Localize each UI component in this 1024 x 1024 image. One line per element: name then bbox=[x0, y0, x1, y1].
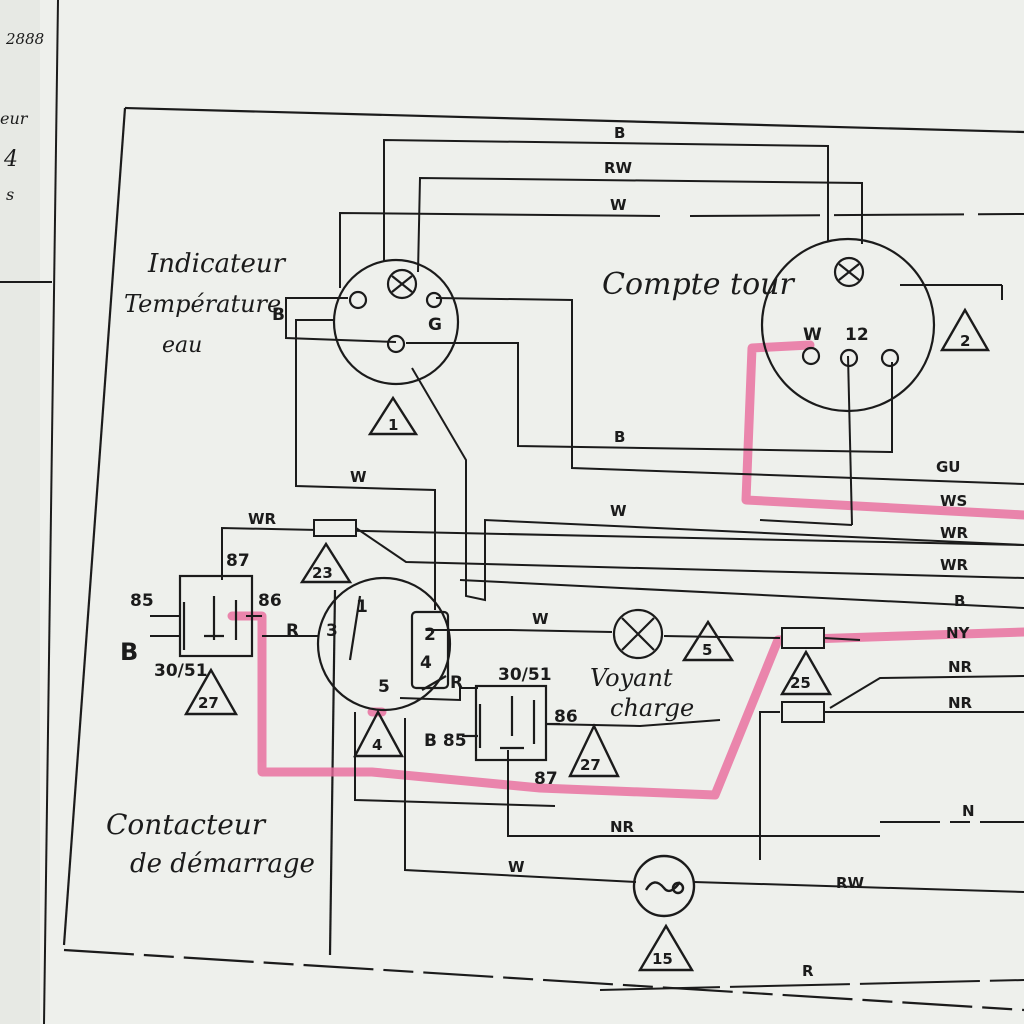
relay-left-pin-30: 30/51 bbox=[154, 661, 208, 681]
relay-right-pin-r: R bbox=[450, 673, 463, 693]
relay-right-pin-30: 30/51 bbox=[498, 665, 552, 685]
ref-triangle: 2 bbox=[939, 307, 991, 352]
edge-wire-label: WR bbox=[940, 524, 969, 542]
tachometer bbox=[760, 237, 936, 413]
left-margin bbox=[0, 0, 59, 1024]
ref-triangle: 5 bbox=[681, 619, 735, 662]
wire-label: B bbox=[614, 124, 625, 142]
wire-label: W bbox=[610, 502, 627, 520]
switch-pin-4: 4 bbox=[420, 653, 432, 673]
edge-wire-label: N bbox=[962, 802, 975, 820]
svg-text:27: 27 bbox=[198, 694, 219, 712]
ref-triangle: 1 bbox=[367, 395, 419, 436]
svg-text:1: 1 bbox=[388, 416, 398, 434]
svg-text:5: 5 bbox=[702, 641, 712, 659]
switch-pin-2: 2 bbox=[424, 625, 436, 645]
edge-wire-label: WS bbox=[940, 492, 967, 510]
relay-right bbox=[462, 684, 560, 762]
tach-pin-12: 12 bbox=[845, 325, 869, 345]
starter-switch bbox=[316, 576, 452, 712]
ref-triangle: 25 bbox=[779, 649, 833, 696]
oil-switch bbox=[632, 854, 696, 918]
svg-text:25: 25 bbox=[790, 674, 811, 692]
edge-wire-label: NR bbox=[948, 658, 973, 676]
svg-text:27: 27 bbox=[580, 756, 601, 774]
relay-left-pin-86: 86 bbox=[258, 591, 282, 611]
relay-right-pin-87: 87 bbox=[534, 769, 558, 789]
margin-fragment: 4 bbox=[3, 147, 18, 172]
starter-switch-label: Contacteur bbox=[106, 808, 267, 841]
temp-gauge bbox=[332, 258, 460, 386]
relay-left-pin-85: 85 bbox=[130, 591, 154, 611]
relay-right-pin-86: 86 bbox=[554, 707, 578, 727]
charge-lamp-label: Voyant bbox=[590, 664, 673, 692]
svg-text:2: 2 bbox=[960, 332, 970, 350]
edge-wire-label: NR bbox=[948, 694, 973, 712]
switch-pin-5: 5 bbox=[378, 677, 390, 697]
tach-pin-w: W bbox=[803, 325, 822, 345]
wire-label: W bbox=[532, 610, 549, 628]
switch-pin-r: R bbox=[286, 621, 299, 641]
temp-gauge-label: Indicateur bbox=[147, 249, 287, 279]
svg-text:15: 15 bbox=[652, 950, 673, 968]
margin-number: 2888 bbox=[5, 30, 44, 48]
ref-triangle: 23 bbox=[299, 541, 353, 584]
temp-gauge-label: eau bbox=[162, 333, 202, 358]
edge-wire-label: NY bbox=[946, 624, 971, 642]
wire-label: W bbox=[610, 196, 627, 214]
temp-pin-g: G bbox=[428, 315, 442, 335]
relay-left-pin-b: B bbox=[120, 638, 138, 666]
wire-label: W bbox=[508, 858, 525, 876]
margin-fragment: eur bbox=[0, 109, 29, 128]
right-edge-labels: GU WS WR WR B NY NR NR N bbox=[936, 458, 975, 820]
relay-left bbox=[178, 574, 254, 658]
svg-text:4: 4 bbox=[372, 736, 382, 754]
wiring bbox=[150, 138, 1024, 991]
wire-label: R bbox=[802, 962, 814, 980]
temp-pin-b: B bbox=[272, 305, 285, 325]
switch-pin-3: 3 bbox=[326, 621, 338, 641]
temp-gauge-label: Température bbox=[124, 290, 281, 318]
relay-right-pin-85: B 85 bbox=[424, 731, 467, 751]
connector bbox=[781, 627, 825, 723]
charge-lamp bbox=[612, 608, 664, 660]
edge-wire-label: WR bbox=[940, 556, 969, 574]
ref-triangle: 4 bbox=[353, 709, 405, 758]
wire-label: B bbox=[614, 428, 625, 446]
wire-label: WR bbox=[248, 510, 277, 528]
paper-page bbox=[40, 0, 1024, 1024]
svg-text:23: 23 bbox=[312, 564, 333, 582]
relay-left-pin-87: 87 bbox=[226, 551, 250, 571]
ref-triangle: 27 bbox=[183, 667, 239, 716]
wire-label: W bbox=[350, 468, 367, 486]
fuse bbox=[313, 519, 357, 537]
diagram-frame bbox=[62, 106, 1024, 1012]
ref-triangle: 27 bbox=[568, 723, 620, 778]
tachometer-label: Compte tour bbox=[602, 267, 795, 302]
wire-label: NR bbox=[610, 818, 635, 836]
edge-wire-label: GU bbox=[936, 458, 961, 476]
margin-fragment: s bbox=[6, 185, 14, 204]
ref-triangle: 15 bbox=[637, 923, 695, 972]
starter-switch-label: de démarrage bbox=[130, 849, 315, 879]
wire-label: RW bbox=[836, 874, 865, 892]
charge-lamp-label: charge bbox=[610, 694, 694, 722]
wire-label: RW bbox=[604, 159, 633, 177]
edge-wire-label: B bbox=[954, 592, 965, 610]
switch-pin-1: 1 bbox=[356, 597, 368, 617]
